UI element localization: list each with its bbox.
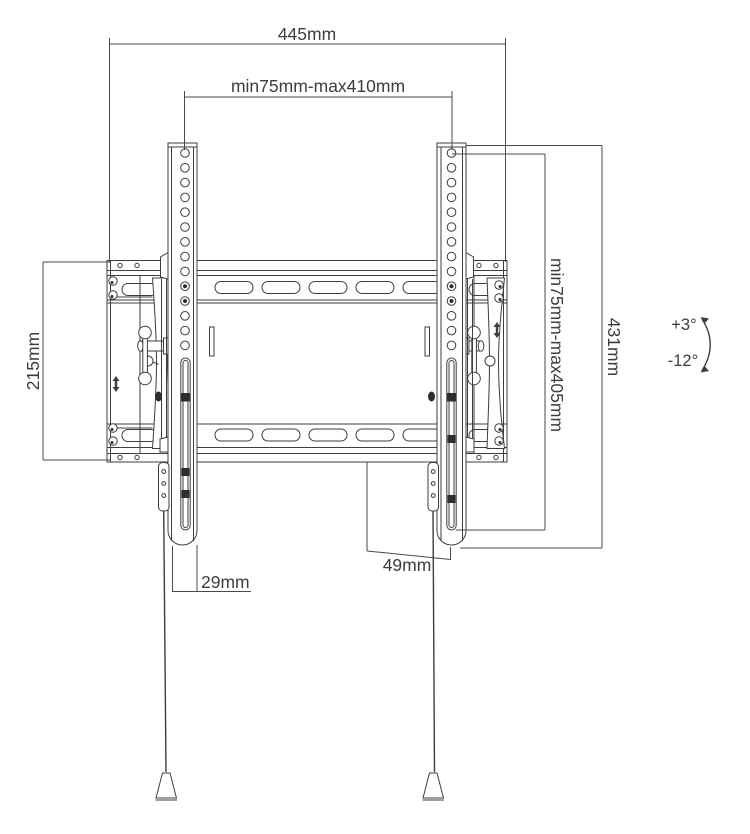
dim-rail-length: 431mm (460, 145, 624, 549)
right-rail-slot (446, 357, 457, 531)
dim-plate-height: 215mm (23, 261, 110, 461)
left-slot-lock (181, 393, 190, 402)
right-pivot (484, 355, 496, 367)
left-pull-cord (155, 462, 178, 801)
right-pull-cord (422, 462, 445, 801)
tilt-down-label: -12° (668, 352, 698, 370)
dim-label-rail-length: 431mm (604, 318, 624, 376)
dim-hole-height: min75mm-max405mm (452, 153, 567, 531)
left-cord-line (163, 510, 167, 773)
dim-label-rail-width: 29mm (201, 572, 250, 592)
tilt-angle-annotation: +3° -12° (668, 316, 711, 373)
right-bracket-screws (494, 280, 504, 446)
up-down-arrow-icon (493, 322, 501, 338)
right-clamp-strip (428, 251, 475, 453)
up-down-arrow-icon (112, 376, 120, 392)
dim-label-bottom-gap: 49mm (383, 555, 432, 575)
right-cord-pull (422, 772, 445, 799)
right-tilt-bracket (424, 251, 506, 453)
lower-slot-row (214, 428, 442, 442)
right-tension-screw (428, 391, 435, 402)
dim-overall-width: 445mm (109, 24, 506, 262)
dim-hole-width: min75mm-max410mm (184, 76, 453, 150)
left-cord-pull (155, 772, 178, 799)
left-bracket-screws (108, 276, 118, 446)
dim-label-hole-height: min75mm-max405mm (547, 258, 567, 432)
flange-screw-holes (117, 262, 499, 461)
dim-bottom-gap: 49mm (366, 462, 451, 575)
tilt-arc-icon (701, 318, 711, 371)
right-rail-holes (446, 148, 457, 351)
dim-label-hole-width: min75mm-max410mm (231, 76, 405, 96)
left-tension-screw (155, 391, 162, 402)
left-rail-slot (180, 357, 191, 531)
dim-label-plate-height: 215mm (23, 332, 43, 390)
right-clamp-tab (424, 326, 430, 357)
right-vesa-rail (436, 142, 467, 546)
tilt-up-label: +3° (671, 316, 696, 334)
right-cord-line (432, 510, 436, 773)
dim-rail-width: 29mm (172, 545, 251, 592)
dim-label-overall-width: 445mm (278, 24, 336, 44)
left-clamp-tab (209, 326, 215, 357)
right-slot-lock (447, 393, 456, 402)
left-clamp-strip (155, 251, 169, 453)
left-vesa-rail (167, 142, 198, 546)
right-rail-body (436, 142, 467, 546)
